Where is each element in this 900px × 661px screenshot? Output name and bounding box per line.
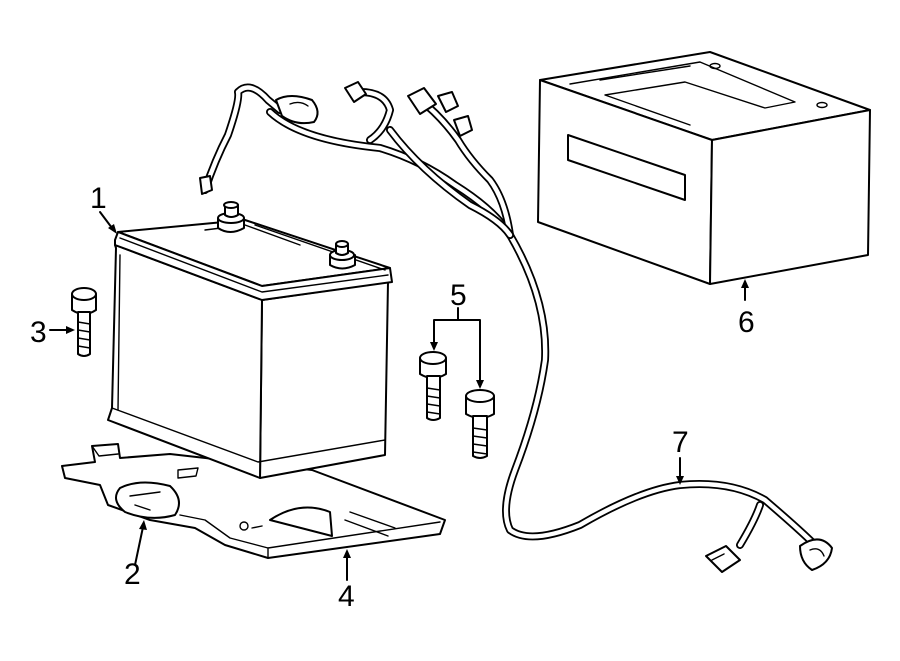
battery-tray [61,443,446,559]
ring-terminal-lower [799,538,833,571]
ring-terminal-upper [275,95,319,125]
callout-2: 2 [124,558,141,591]
connector-b [407,87,437,115]
connector-d [453,115,473,137]
tray-opening [269,506,333,537]
leader-lines [49,211,749,581]
wire-end-left [199,175,213,195]
connector-c [437,91,459,113]
battery [107,201,393,479]
connector-lower-left [705,545,741,573]
tray-recess [115,481,180,519]
hold-down-bolt [71,287,97,357]
callout-3: 3 [30,316,47,349]
wiring-harness [199,81,833,573]
battery-terminal-negative [217,201,245,233]
battery-cover [537,51,871,285]
bolt-left [419,351,447,421]
connector-a [344,81,367,103]
bolt-right [465,389,495,459]
callout-1: 1 [90,182,107,215]
battery-terminal-positive [329,240,356,270]
callout-5: 5 [450,279,467,312]
callout-6: 6 [738,306,755,339]
callout-7: 7 [672,426,689,459]
callout-4: 4 [338,580,355,613]
cover-label-recess [567,134,686,201]
